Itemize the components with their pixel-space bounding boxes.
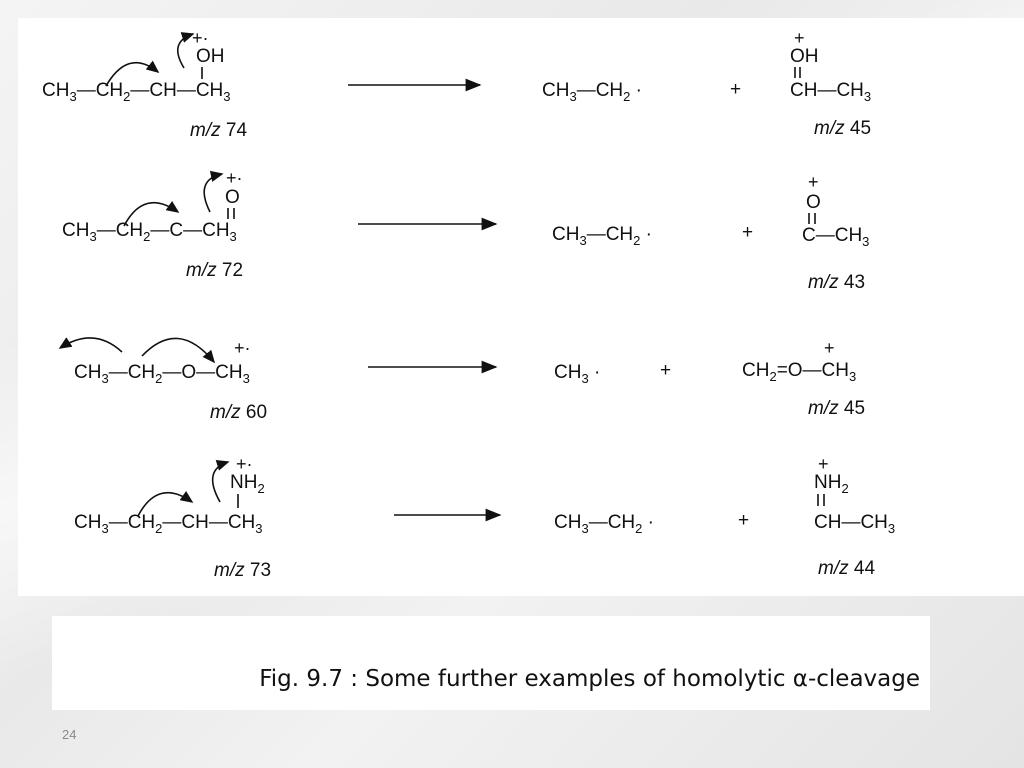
- radical-cation-sign: +·: [192, 28, 209, 48]
- reaction-scheme: CH3—CH2—CH—CH3 OH +· m/z 74 CH3—CH2 · + …: [42, 28, 895, 581]
- product-mz-label: m/z 44: [818, 558, 875, 579]
- plus-sign: +: [660, 360, 671, 381]
- product-mz-label: m/z 45: [808, 398, 865, 419]
- plus-sign: +: [738, 510, 749, 531]
- fishhook-arrow: [203, 170, 224, 213]
- product-oxonium-ion: + CH2=O—CH3: [742, 338, 856, 384]
- svg-text:CH3—CH2—CH—CH3: CH3—CH2—CH—CH3: [74, 512, 263, 536]
- svg-text:+: +: [794, 28, 805, 48]
- caption-box: Fig. 9.7 : Some further examples of homo…: [52, 616, 930, 710]
- reactant-mz-label: m/z 73: [214, 560, 271, 581]
- ethyl-radical: CH3—CH2 ·: [552, 224, 652, 248]
- svg-text:O: O: [806, 192, 821, 213]
- fishhook-arrow: [123, 200, 180, 227]
- reactant-mz-label: m/z 74: [190, 120, 247, 141]
- reaction-3: CH3—CH2—O—CH3 +· m/z 60 CH3 · + + CH2=O—…: [58, 337, 865, 423]
- reaction-1: CH3—CH2—CH—CH3 OH +· m/z 74 CH3—CH2 · + …: [42, 28, 871, 141]
- fishhook-arrow: [141, 337, 216, 364]
- svg-text:OH: OH: [790, 46, 819, 67]
- svg-text:C—CH3: C—CH3: [802, 225, 869, 249]
- amino-label: NH2: [230, 472, 265, 496]
- reactant-ethyl-methyl-ether: CH3—CH2—O—CH3 +·: [58, 337, 251, 386]
- fishhook-arrow: [58, 337, 123, 353]
- svg-text:CH—CH3: CH—CH3: [790, 80, 871, 104]
- reactant-mz-label: m/z 60: [210, 402, 267, 423]
- svg-text:+: +: [818, 454, 829, 474]
- svg-text:NH2: NH2: [814, 472, 849, 496]
- fishhook-arrow: [211, 459, 230, 503]
- reactant-butan-2-ol: CH3—CH2—CH—CH3 OH +·: [42, 28, 231, 104]
- svg-text:CH—CH3: CH—CH3: [814, 512, 895, 536]
- fishhook-arrow: [176, 32, 195, 69]
- reactant-butan-2-amine: CH3—CH2—CH—CH3 NH2 +·: [74, 454, 265, 536]
- hydroxyl-label: OH: [196, 46, 225, 67]
- ethyl-radical: CH3—CH2 ·: [542, 80, 642, 104]
- radical-cation-sign: +·: [234, 338, 251, 358]
- product-iminium-ion: + NH2 CH—CH3: [814, 454, 895, 536]
- figure-caption: Fig. 9.7 : Some further examples of homo…: [259, 666, 920, 692]
- product-oxonium-ion: + OH CH—CH3: [790, 28, 871, 104]
- svg-text:+: +: [824, 338, 835, 358]
- fishhook-arrow: [137, 490, 194, 517]
- radical-cation-sign: +·: [236, 454, 253, 474]
- methyl-radical: CH3 ·: [554, 362, 600, 386]
- reaction-4: CH3—CH2—CH—CH3 NH2 +· m/z 73 CH3—CH2 · +…: [74, 454, 895, 581]
- reactant-mz-label: m/z 72: [186, 260, 243, 281]
- svg-text:CH3—CH2—C—CH3: CH3—CH2—C—CH3: [62, 220, 237, 244]
- reactant-butanone: CH3—CH2—C—CH3 O +·: [62, 168, 243, 244]
- radical-cation-sign: +·: [226, 168, 243, 188]
- svg-text:CH2=O—CH3: CH2=O—CH3: [742, 360, 856, 384]
- svg-text:O: O: [225, 187, 240, 208]
- product-mz-label: m/z 45: [814, 118, 871, 139]
- page-number: 24: [62, 727, 77, 742]
- svg-text:CH3—CH2—CH—CH3: CH3—CH2—CH—CH3: [42, 80, 231, 104]
- reaction-2: CH3—CH2—C—CH3 O +· m/z 72 CH3—CH2 · + + …: [62, 168, 869, 293]
- product-acylium-ion: + O C—CH3: [802, 172, 869, 249]
- fishhook-arrow: [105, 60, 160, 87]
- reaction-figure: CH3—CH2—CH—CH3 OH +· m/z 74 CH3—CH2 · + …: [18, 18, 1024, 596]
- ethyl-radical: CH3—CH2 ·: [554, 512, 654, 536]
- svg-text:+: +: [808, 172, 819, 192]
- plus-sign: +: [742, 222, 753, 243]
- svg-text:CH3—CH2—O—CH3: CH3—CH2—O—CH3: [74, 362, 250, 386]
- plus-sign: +: [730, 79, 741, 100]
- product-mz-label: m/z 43: [808, 272, 865, 293]
